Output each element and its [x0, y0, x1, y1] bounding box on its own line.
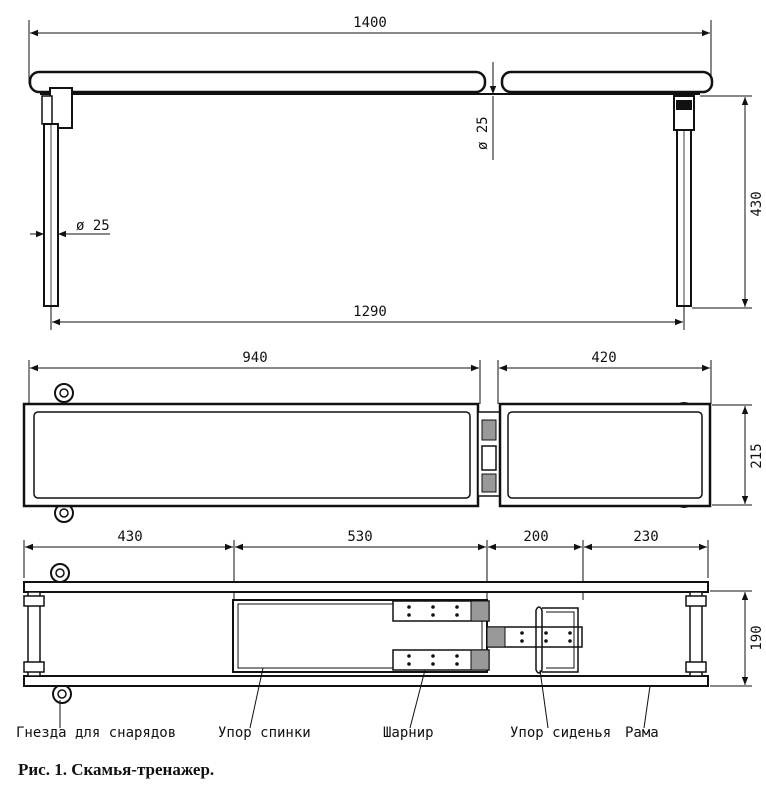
side-view: 1400 ø 25 ø 25 430 — [28, 15, 765, 330]
label-frame: Рама — [625, 725, 659, 741]
frame-width-dimension-label: 190 — [749, 625, 765, 650]
leg-diameter-label: ø 25 — [76, 218, 110, 234]
frame-view: 430 530 200 230 — [16, 529, 765, 741]
seat-length-dimension-label: 420 — [591, 350, 616, 366]
label-sockets: Гнезда для снарядов — [16, 725, 176, 741]
frame-rail-bottom — [23, 675, 709, 687]
seat-cushion-side — [500, 70, 714, 94]
width-dimension-label: 215 — [749, 443, 765, 468]
label-back-support: Упор спинки — [218, 725, 311, 741]
left-leg-bracket — [49, 87, 73, 129]
back-length-dimension-label: 940 — [242, 350, 267, 366]
frame-dim-530-label: 530 — [347, 529, 372, 545]
frame-dim-230-label: 230 — [633, 529, 658, 545]
figure-caption: Рис. 1. Скамья-тренажер. — [18, 760, 215, 779]
rail-diameter-label: ø 25 — [475, 116, 491, 150]
frame-dim-200-label: 200 — [523, 529, 548, 545]
label-hinge: Шарнир — [383, 725, 434, 741]
back-cushion-side — [28, 70, 487, 94]
height-dimension-label: 430 — [749, 191, 765, 216]
length-dimension-label: 1400 — [353, 15, 387, 31]
label-seat-support: Упор сиденья — [510, 725, 611, 741]
leg-span-dimension-label: 1290 — [353, 304, 387, 320]
frame-rail-top — [23, 581, 709, 593]
seat-support-bracket — [535, 606, 543, 674]
top-view: 940 420 215 — [22, 350, 765, 523]
frame-dim-430-label: 430 — [117, 529, 142, 545]
